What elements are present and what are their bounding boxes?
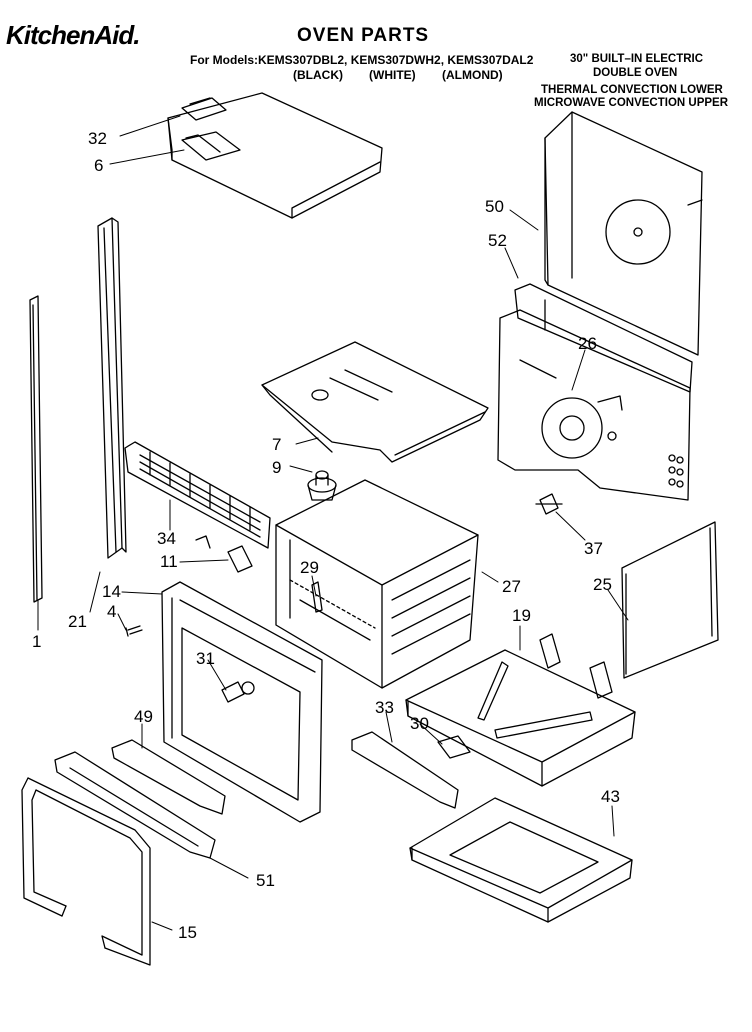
model-numbers: For Models:KEMS307DBL2, KEMS307DWH2, KEM… — [190, 53, 534, 67]
callout-34: 34 — [157, 529, 176, 548]
part-31-lamp — [221, 681, 255, 703]
callout-50: 50 — [485, 197, 504, 216]
description-line-1: 30" BUILT–IN ELECTRIC — [570, 53, 704, 65]
callout-37: 37 — [584, 539, 603, 558]
callout-4: 4 — [107, 602, 117, 621]
part-15-door-gasket — [21, 777, 151, 966]
color-black: (BLACK) — [293, 68, 343, 82]
part-11-switch — [195, 535, 253, 573]
description-line-2: DOUBLE OVEN — [593, 67, 678, 79]
callout-21: 21 — [68, 612, 87, 631]
callout-49: 49 — [134, 707, 153, 726]
callout-14: 14 — [102, 582, 121, 601]
part-25-side-panel — [621, 521, 719, 679]
callout-30: 30 — [410, 714, 429, 733]
callout-leaders — [37, 115, 629, 931]
part-6-top-panel — [167, 92, 383, 219]
part-9-terminal — [307, 470, 337, 501]
callout-19: 19 — [512, 606, 531, 625]
callout-29: 29 — [300, 558, 319, 577]
part-4-screw — [125, 625, 143, 637]
callout-31: 31 — [196, 649, 215, 668]
part-33-bottom-trim — [351, 731, 459, 809]
callout-27: 27 — [502, 577, 521, 596]
callout-11: 11 — [160, 552, 178, 571]
callout-51: 51 — [256, 871, 275, 890]
callout-6: 6 — [94, 156, 104, 175]
callout-15: 15 — [178, 923, 197, 942]
part-7-wrapper-top — [261, 341, 489, 463]
part-52-insulation — [514, 283, 693, 393]
part-50-rear-panel — [544, 111, 703, 356]
callout-25: 25 — [593, 575, 612, 594]
part-43-drawer-pan — [409, 797, 633, 923]
part-21-side-trim — [97, 217, 127, 559]
part-19-bottom-tray — [405, 633, 636, 787]
part-26-convection-assembly — [497, 309, 691, 501]
part-34-vent-grille — [124, 441, 271, 549]
callout-26: 26 — [578, 334, 597, 353]
part-32-bracket — [181, 97, 227, 121]
part-49-deflector — [111, 739, 226, 815]
description-line-3: THERMAL CONVECTION LOWER — [541, 84, 723, 96]
part-1-trim-strip — [29, 295, 43, 603]
part-51-vent-trim — [54, 751, 216, 859]
brand-logo: KitchenAid. — [6, 20, 140, 50]
part-30-clip — [437, 735, 471, 759]
description-line-4: MICROWAVE CONVECTION UPPER — [534, 97, 729, 109]
page-title: OVEN PARTS — [297, 25, 430, 46]
color-white: (WHITE) — [369, 68, 416, 82]
callout-52: 52 — [488, 231, 507, 250]
callout-9: 9 — [272, 458, 282, 477]
callout-43: 43 — [601, 787, 620, 806]
color-almond: (ALMOND) — [442, 68, 503, 82]
callout-7: 7 — [272, 435, 282, 454]
callout-33: 33 — [375, 698, 394, 717]
part-37-sensor — [535, 493, 563, 515]
part-14-front-frame — [161, 581, 323, 823]
part-29-element — [311, 581, 323, 613]
callout-1: 1 — [32, 632, 42, 651]
callout-32: 32 — [88, 129, 107, 148]
part-27-oven-cavity — [275, 479, 479, 689]
